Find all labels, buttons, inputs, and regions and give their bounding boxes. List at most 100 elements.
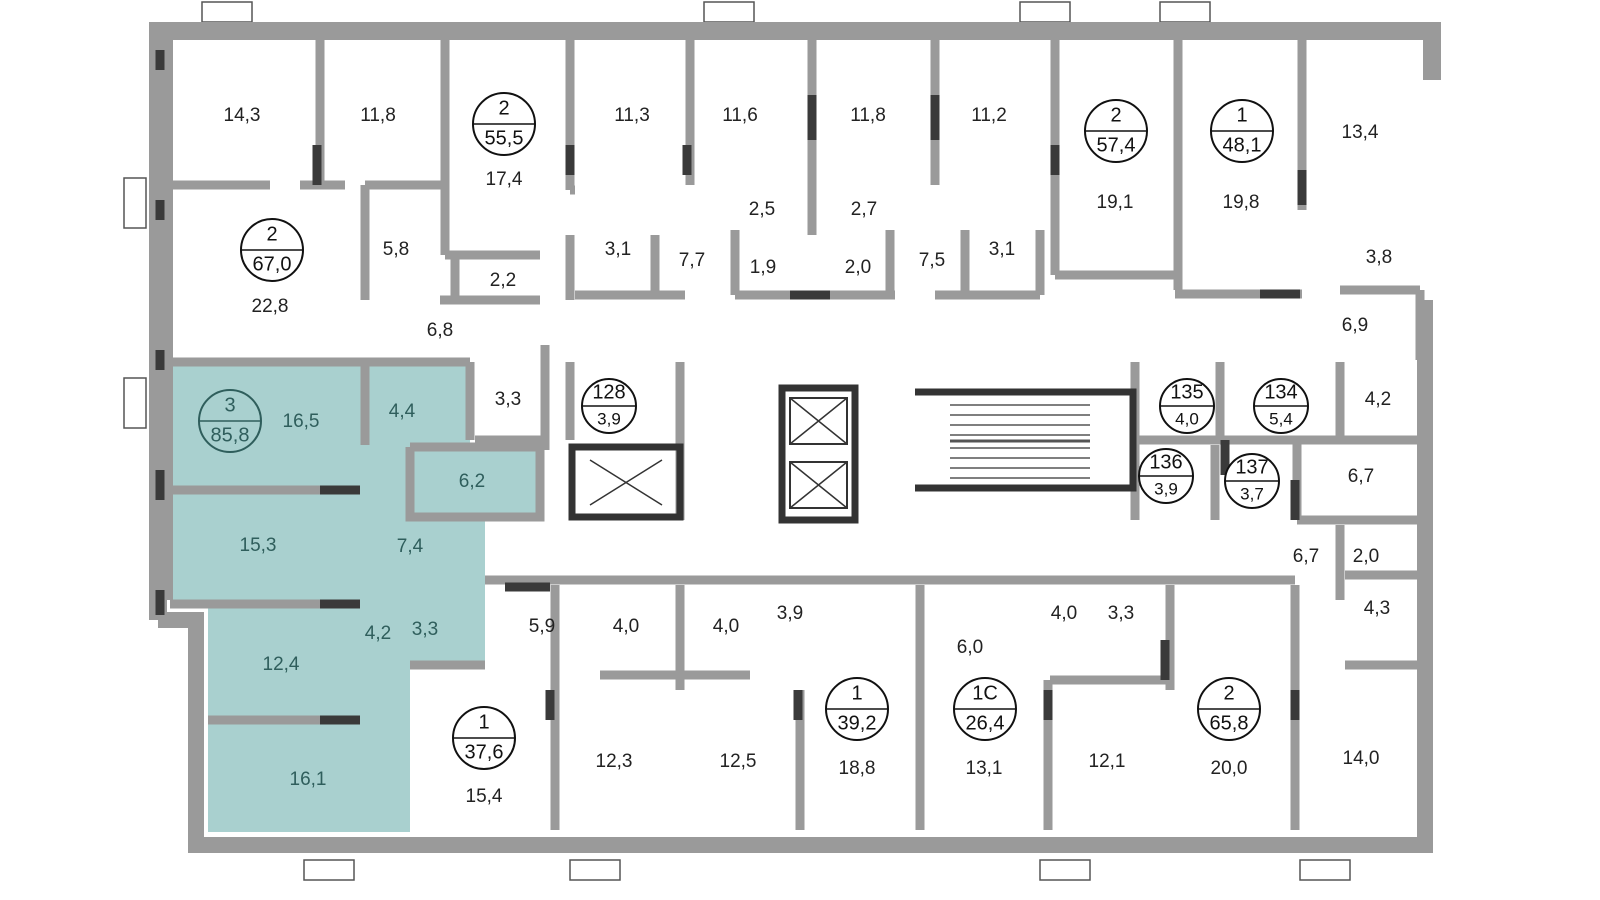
storage-area: 3,9 <box>1154 479 1178 498</box>
room-area: 2,0 <box>1353 546 1379 567</box>
room-area: 4,0 <box>1051 603 1077 624</box>
room-area: 4,2 <box>365 623 391 644</box>
apartment-rooms: 1С <box>972 682 998 704</box>
room-area: 2,5 <box>749 199 775 220</box>
room-area: 4,2 <box>1365 389 1391 410</box>
storage-number: 135 <box>1170 381 1203 403</box>
storage-number: 134 <box>1264 381 1297 403</box>
apartment-badge[interactable]: 257,4 <box>1084 99 1148 163</box>
apartment-rooms: 2 <box>266 223 277 245</box>
selected-apartment-area[interactable] <box>170 362 540 832</box>
apartment-area: 55,5 <box>485 127 524 149</box>
apartment-badge[interactable]: 148,1 <box>1210 99 1274 163</box>
room-area: 7,7 <box>679 250 705 271</box>
building-core <box>568 384 1137 524</box>
room-area: 11,6 <box>722 105 758 126</box>
apartment-badge[interactable]: 255,5 <box>472 92 536 156</box>
outer-walls <box>149 22 1441 853</box>
room-area: 19,1 <box>1097 192 1134 213</box>
apartment-area: 26,4 <box>966 712 1005 734</box>
apartment-area: 67,0 <box>253 253 292 275</box>
apartment-badge[interactable]: 137,6 <box>452 706 516 770</box>
room-area: 14,3 <box>224 105 261 126</box>
storage-number: 136 <box>1149 451 1182 473</box>
room-areas: 14,3 11,8 17,4 11,3 11,6 11,8 11,2 19,1 … <box>224 105 1393 807</box>
storage-area: 3,9 <box>597 409 621 428</box>
room-area: 11,8 <box>850 105 886 126</box>
room-area: 19,8 <box>1223 192 1260 213</box>
apartment-rooms: 1 <box>1236 104 1247 126</box>
apartment-badge[interactable]: 265,8 <box>1197 677 1261 741</box>
apartment-badges: 385,8 267,0 255,5 257,4 148,1 137,6 139,… <box>198 92 1274 770</box>
apartment-rooms: 2 <box>498 97 509 119</box>
room-area: 18,8 <box>839 758 876 779</box>
apartment-badge[interactable]: 139,2 <box>825 677 889 741</box>
room-area: 2,0 <box>845 257 871 278</box>
apartment-area: 65,8 <box>1210 712 1249 734</box>
room-area: 4,0 <box>613 616 639 637</box>
room-area: 3,8 <box>1366 247 1392 268</box>
room-area: 3,3 <box>412 619 438 640</box>
room-area: 14,0 <box>1343 748 1380 769</box>
room-area: 4,3 <box>1364 598 1390 619</box>
room-area: 11,3 <box>614 105 650 126</box>
apartment-rooms: 3 <box>224 394 235 416</box>
room-area: 4,4 <box>389 401 416 422</box>
room-area: 12,4 <box>263 654 300 675</box>
room-area: 22,8 <box>252 296 289 317</box>
room-area: 12,1 <box>1089 751 1126 772</box>
room-area: 6,2 <box>459 471 485 492</box>
room-area: 6,7 <box>1348 466 1374 487</box>
room-area: 4,0 <box>713 616 739 637</box>
room-area: 6,7 <box>1293 546 1319 567</box>
storage-area: 3,7 <box>1240 484 1264 503</box>
room-area: 5,8 <box>383 239 409 260</box>
room-area: 3,3 <box>495 389 521 410</box>
room-area: 6,9 <box>1342 315 1368 336</box>
room-area: 6,0 <box>957 637 983 658</box>
storage-number: 137 <box>1235 456 1268 478</box>
room-area: 12,5 <box>720 751 757 772</box>
room-area: 2,2 <box>490 270 516 291</box>
apartment-rooms: 1 <box>851 682 862 704</box>
room-area: 16,5 <box>283 411 320 432</box>
storage-area: 4,0 <box>1175 409 1199 428</box>
storage-area: 5,4 <box>1269 409 1293 428</box>
room-area: 15,4 <box>466 786 503 807</box>
room-area: 3,3 <box>1108 603 1134 624</box>
apartment-badge[interactable]: 267,0 <box>240 218 304 282</box>
apartment-area: 85,8 <box>211 424 250 446</box>
room-area: 20,0 <box>1211 758 1248 779</box>
apartment-rooms: 2 <box>1110 104 1121 126</box>
apartment-area: 37,6 <box>465 741 504 763</box>
room-area: 7,4 <box>397 536 424 557</box>
windows <box>123 1 1351 881</box>
apartment-area: 48,1 <box>1223 134 1262 156</box>
storage-number: 128 <box>592 381 625 403</box>
apartment-badge[interactable]: 1С 26,4 <box>953 677 1017 741</box>
apartment-badge-selected[interactable]: 385,8 <box>198 389 262 453</box>
room-area: 11,2 <box>971 105 1007 126</box>
room-area: 17,4 <box>486 169 523 190</box>
apartment-area: 57,4 <box>1097 134 1136 156</box>
apartment-area: 39,2 <box>838 712 877 734</box>
room-area: 12,3 <box>596 751 633 772</box>
room-area: 1,9 <box>750 257 776 278</box>
apartment-rooms: 2 <box>1223 682 1234 704</box>
room-area: 11,8 <box>360 105 396 126</box>
room-area: 3,1 <box>605 239 631 260</box>
interior-walls <box>155 40 1425 830</box>
room-area: 15,3 <box>240 535 277 556</box>
room-area: 13,1 <box>966 758 1003 779</box>
room-area: 3,1 <box>989 239 1015 260</box>
room-area: 2,7 <box>851 199 877 220</box>
apartment-rooms: 1 <box>478 711 489 733</box>
room-area: 13,4 <box>1342 122 1379 143</box>
